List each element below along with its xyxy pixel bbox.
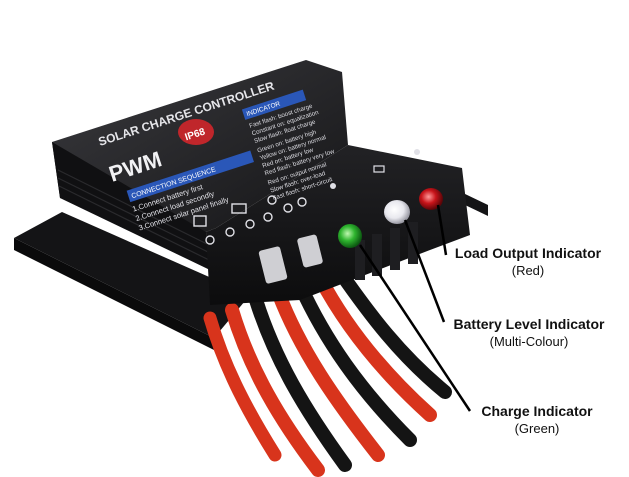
load-leader-line [436,204,448,256]
battery-level-led [384,200,410,224]
battery-symbol-icon [373,165,385,173]
load-output-led [419,188,443,210]
battery-level-callout: Battery Level Indicator (Multi-Colour) [446,316,612,349]
charge-indicator-subtitle: (Green) [514,421,560,436]
charge-leader-line [358,244,472,412]
charge-led [338,224,362,248]
sun-icon [330,183,336,189]
callout-leader-lines [358,204,472,412]
solar-panel-icon [193,215,207,227]
load-output-title: Load Output Indicator [454,245,602,261]
wire-bundle [203,265,452,477]
charge-indicator-title: Charge Indicator [481,403,593,419]
load-bulb-icon [267,195,277,205]
load-output-callout: Load Output Indicator (Red) [448,245,608,278]
battery-level-title: Battery Level Indicator [453,316,605,332]
load-output-subtitle: (Red) [511,263,545,278]
led-indicators [338,188,443,248]
battery-icon [231,203,247,214]
charge-indicator-callout: Charge Indicator (Green) [470,403,604,436]
battery-level-subtitle: (Multi-Colour) [489,334,569,349]
battery-leader-line [403,219,446,323]
ip-rating-badge: IP68 [178,119,214,145]
mounting-hole [89,293,105,303]
bulb-symbol-icon [414,149,420,155]
terminal-icons [193,195,307,245]
led-symbol-icons [330,149,420,189]
indicator-legend-panel: INDICATOR Fast flash: boost charge Const… [241,89,336,202]
